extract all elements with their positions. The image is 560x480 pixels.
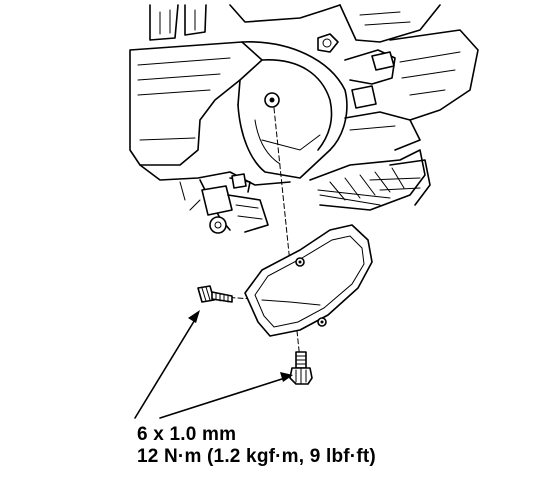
flange-bolt-left: [197, 285, 233, 303]
torque-spec-label: 12 N·m (1.2 kgf·m, 9 lbf·ft): [137, 446, 376, 467]
engine-assembly: [129, 4, 479, 234]
flange-bolt-lower: [289, 351, 313, 385]
leader-arrows: [134, 310, 293, 419]
bolt-size-label: 6 x 1.0 mm: [137, 424, 237, 445]
cover-plate: [244, 224, 373, 337]
